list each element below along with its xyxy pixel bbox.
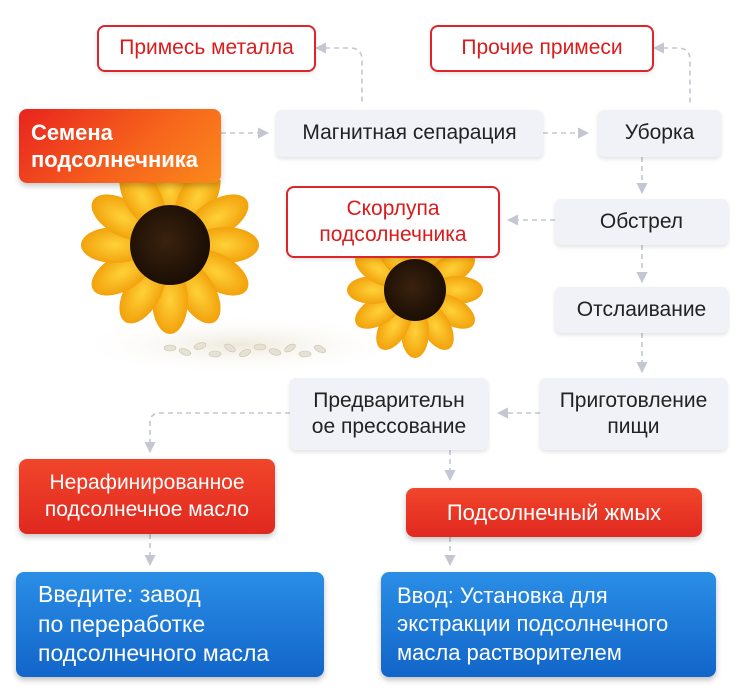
node-shelling: Обстрел	[555, 199, 728, 245]
node-pre-pressing: Предварительн ое прессование	[290, 378, 488, 450]
node-label: Предварительн ое прессование	[311, 388, 467, 438]
node-flaking: Отслаивание	[555, 287, 728, 333]
node-label: Обстрел	[599, 209, 684, 233]
node-label: Магнитная сепарация	[302, 121, 517, 145]
node-label: Отслаивание	[576, 297, 707, 321]
node-label: Скорлупа подсолнечника	[319, 196, 467, 246]
node-sunflower-husk: Скорлупа подсолнечника	[286, 186, 500, 258]
arrow-pressing-to-crude	[144, 412, 290, 454]
node-other-impurities: Прочие примеси	[430, 25, 654, 72]
node-label: Прочие примеси	[461, 36, 623, 60]
node-metal-impurity: Примесь металла	[97, 25, 316, 72]
node-label: Нерафинированное подсолнечное масло	[44, 471, 250, 521]
sunflower-large	[81, 180, 259, 334]
node-label: Семена подсолнечника	[31, 119, 199, 173]
node-cooking: Приготовление пищи	[540, 378, 727, 450]
node-sunflower-cake: Подсолнечный жмых	[406, 488, 702, 537]
node-label: Приготовление пищи	[559, 388, 708, 438]
node-label: Подсолнечный жмых	[446, 499, 662, 525]
node-input-plant: Введите: завод по переработке подсолнечн…	[16, 572, 324, 677]
node-label: Примесь металла	[119, 36, 294, 60]
node-label: Ввод: Установка для экстракции подсолнеч…	[397, 582, 669, 665]
node-magnetic-separation: Магнитная сепарация	[276, 110, 543, 157]
arrow-harvesting-to-other	[652, 42, 691, 106]
node-label: Уборка	[624, 121, 695, 145]
node-harvesting: Уборка	[598, 110, 721, 157]
arrow-magnetic-to-metal	[314, 42, 363, 104]
seed-pile	[163, 342, 326, 358]
node-sunflower-seeds: Семена подсолнечника	[19, 109, 221, 183]
node-input-extraction: Ввод: Установка для экстракции подсолнеч…	[381, 572, 716, 677]
node-label: Введите: завод по переработке подсолнечн…	[38, 580, 270, 667]
node-crude-oil: Нерафинированное подсолнечное масло	[19, 459, 275, 534]
sunflower-illustration	[70, 180, 483, 375]
